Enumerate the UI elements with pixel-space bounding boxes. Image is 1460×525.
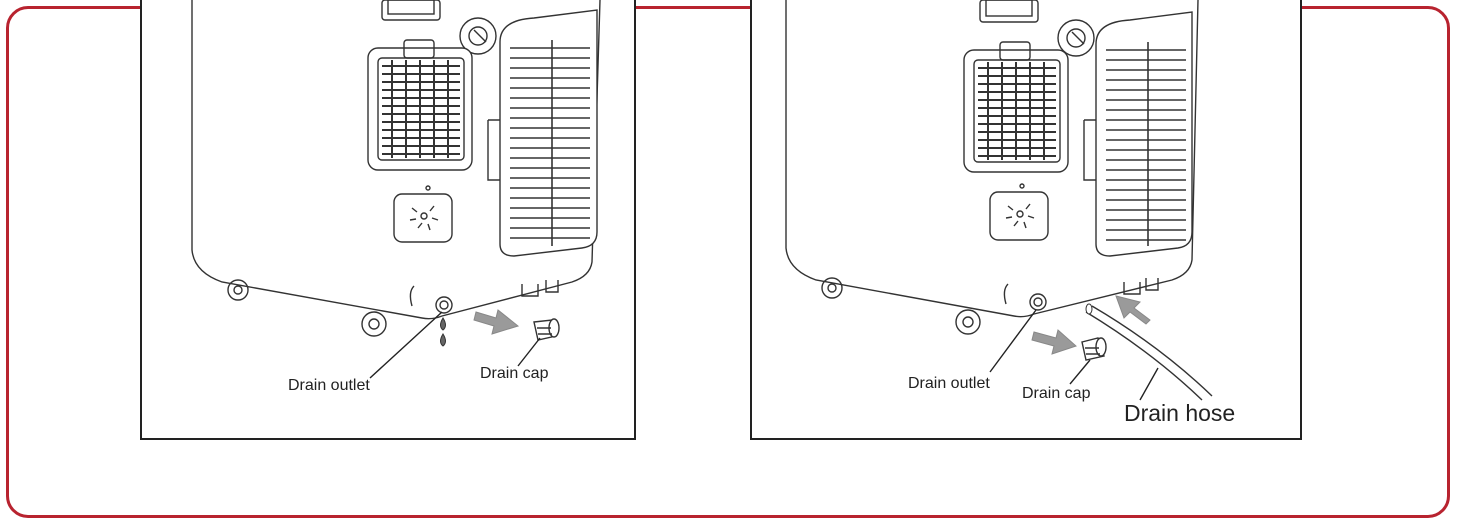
- drain-outlet-label: Drain outlet: [908, 375, 990, 392]
- unit-illustration-right: [785, 0, 1213, 401]
- drain-cap-label: Drain cap: [1022, 385, 1091, 402]
- drain-outlet-label: Drain outlet: [288, 377, 370, 394]
- diagram-frame: [6, 6, 1450, 518]
- unit-illustration-left: [191, 0, 601, 379]
- panel-drain-cap-removed: Drain outlet Drain cap: [140, 0, 636, 440]
- drain-cap-label: Drain cap: [480, 365, 549, 382]
- drain-hose-label: Drain hose: [1124, 400, 1236, 426]
- panel-drain-hose-attached: Drain outlet Drain cap Drain hose: [750, 0, 1302, 440]
